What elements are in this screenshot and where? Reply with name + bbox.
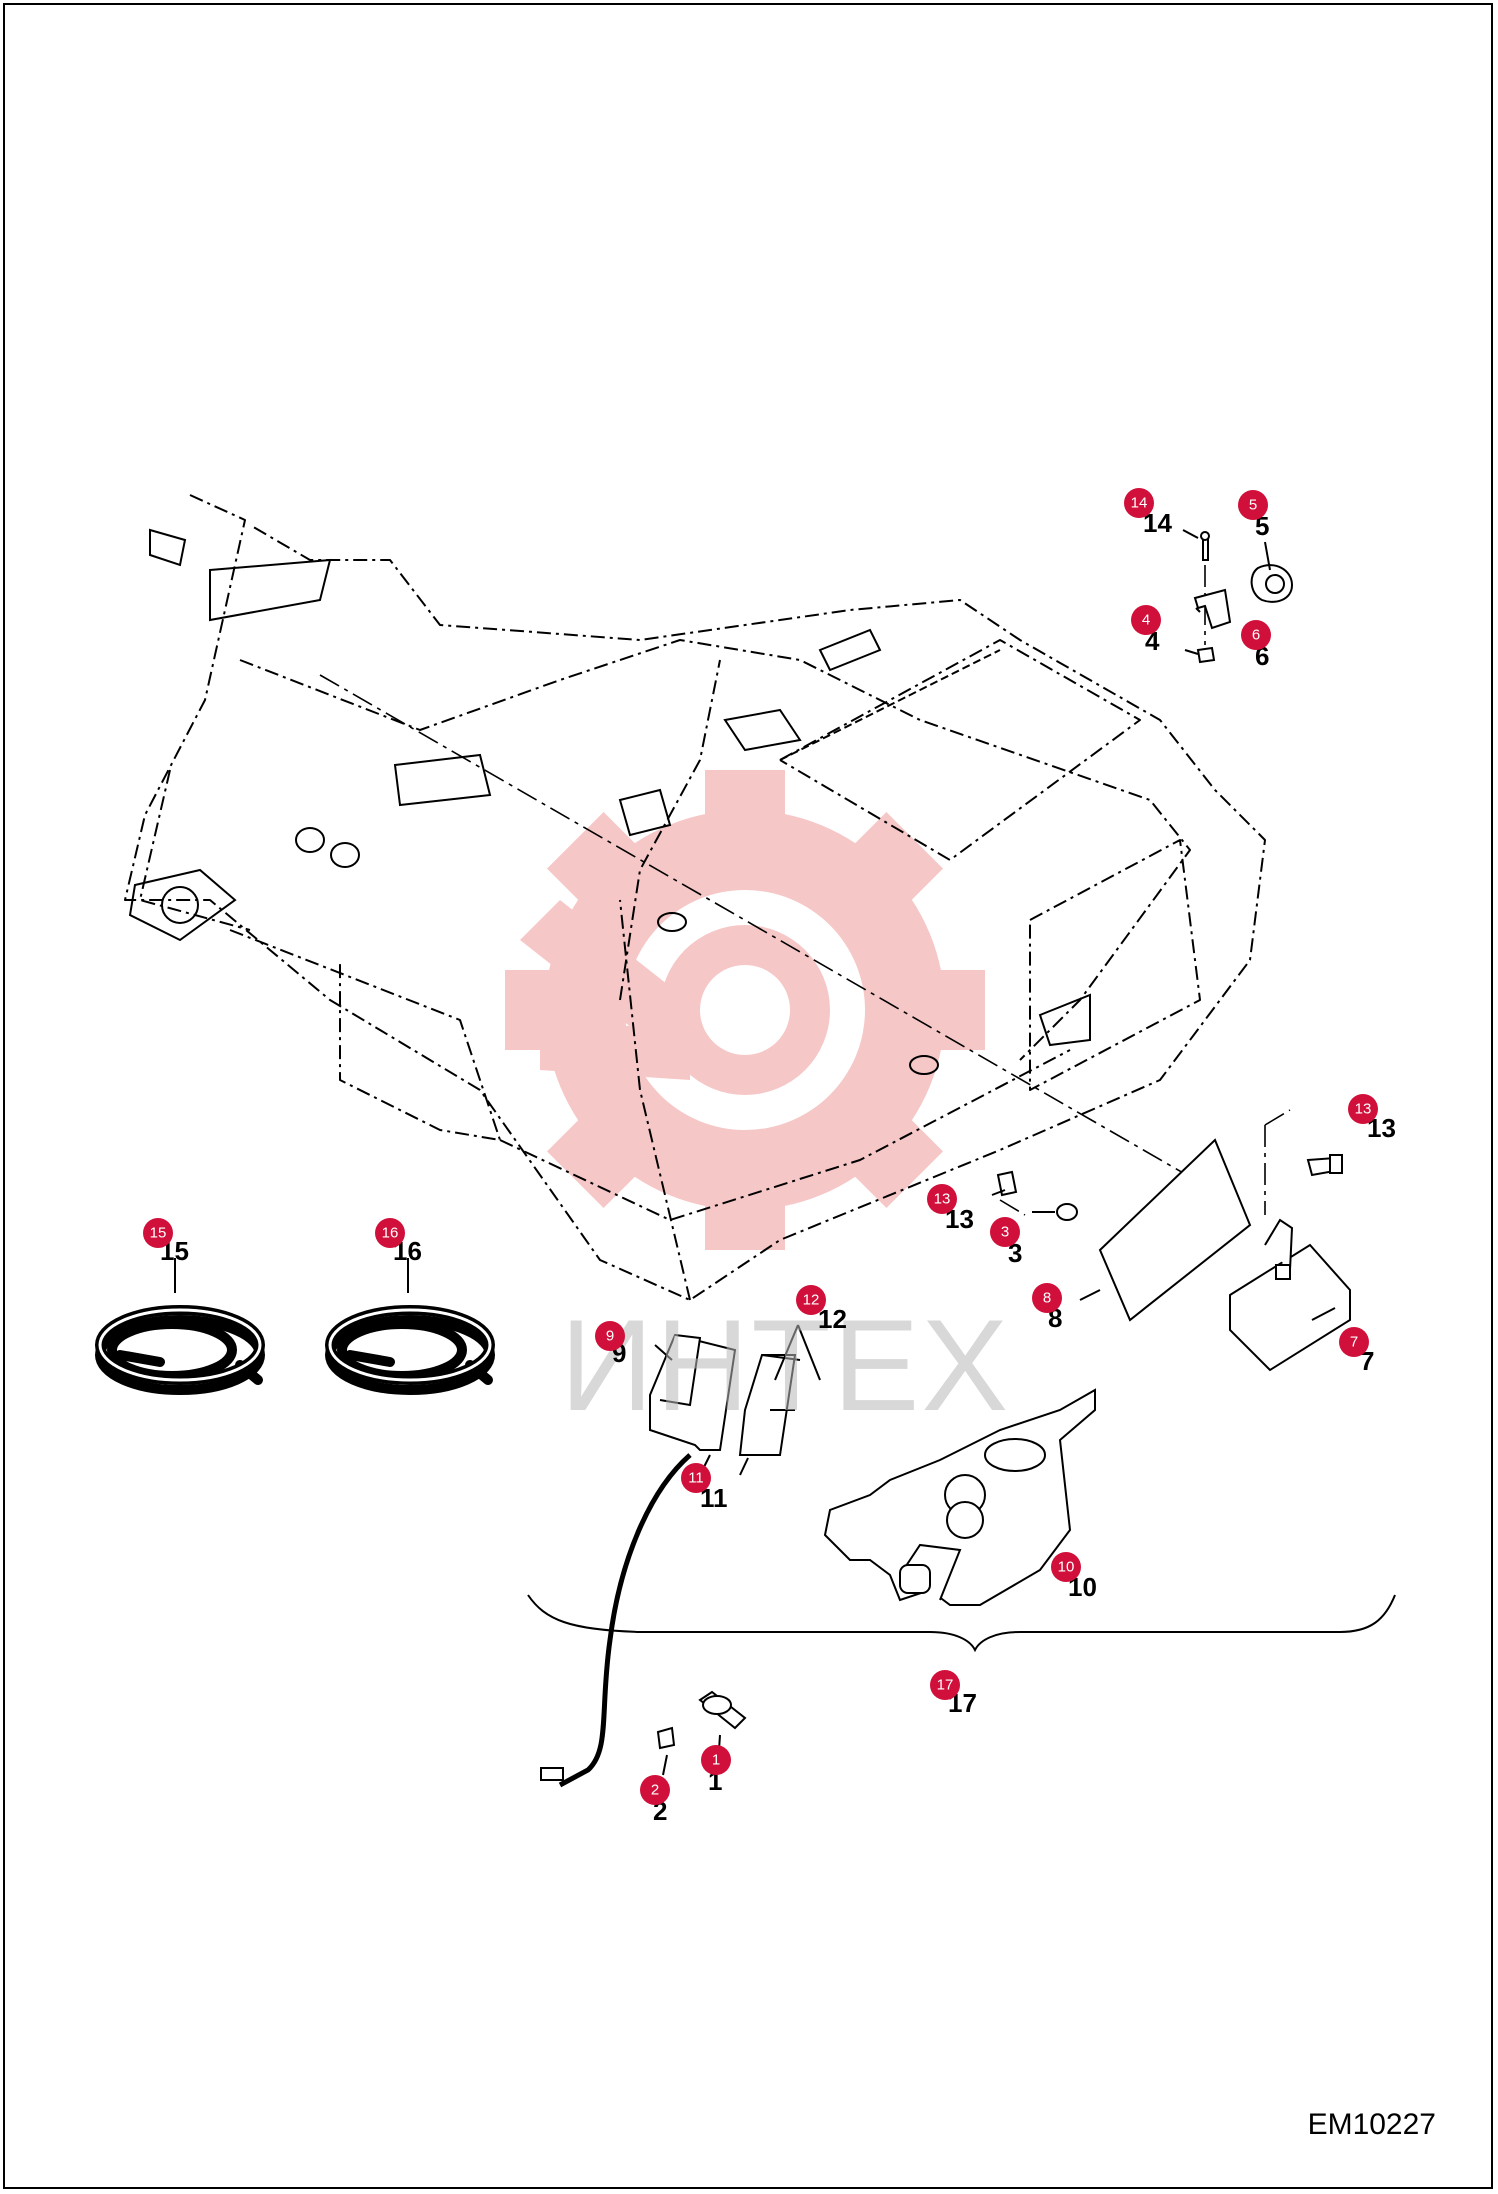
callout-10[interactable]: 10 (1051, 1552, 1081, 1582)
callout-14[interactable]: 14 (1124, 488, 1154, 518)
svg-text:8: 8 (1043, 1290, 1051, 1307)
bolt-13-left-icon (996, 1170, 1018, 1197)
watermark-logo-icon (505, 770, 985, 1250)
callout-3[interactable]: 3 (990, 1217, 1020, 1247)
bolt-14-icon (1202, 537, 1209, 561)
hose-15-icon (95, 1305, 265, 1395)
watermark-text: ИНТЕХ (560, 1292, 1010, 1438)
svg-text:11: 11 (688, 1470, 704, 1487)
svg-text:6: 6 (1252, 627, 1260, 644)
callout-1[interactable]: 1 (701, 1745, 731, 1775)
control-parts-group (540, 1333, 1096, 1788)
svg-text:7: 7 (1350, 1334, 1358, 1351)
wire-11-icon (558, 1453, 692, 1788)
svg-text:3: 3 (1001, 1224, 1009, 1241)
callout-6[interactable]: 6 (1241, 620, 1271, 650)
callout-7[interactable]: 7 (1339, 1327, 1369, 1357)
hose-inner-lines (98, 1308, 492, 1382)
callout-17[interactable]: 17 (930, 1670, 960, 1700)
callout-5[interactable]: 5 (1238, 490, 1268, 520)
callout-16[interactable]: 16 (375, 1218, 405, 1248)
frame-details (128, 528, 1091, 1075)
machine-frame-outline (124, 494, 1266, 1301)
callout-11[interactable]: 11 (681, 1463, 711, 1493)
callout-2[interactable]: 2 (640, 1775, 670, 1805)
svg-text:14: 14 (1131, 495, 1148, 512)
callout-9[interactable]: 9 (595, 1321, 625, 1351)
nut-4-icon (1196, 646, 1216, 664)
svg-text:16: 16 (382, 1225, 399, 1242)
svg-text:10: 10 (1058, 1559, 1075, 1576)
bracket-6-icon (1193, 588, 1232, 630)
callout-4[interactable]: 4 (1131, 605, 1161, 635)
switch-box-7-icon (1229, 1243, 1351, 1372)
svg-text:17: 17 (937, 1677, 954, 1694)
plate-8-icon (1098, 1138, 1252, 1322)
svg-text:9: 9 (606, 1328, 614, 1345)
svg-text:15: 15 (150, 1225, 167, 1242)
callout-13-left[interactable]: 13 (927, 1184, 957, 1214)
callouts: 1 2 3 4 5 6 7 8 9 10 11 12 13 13 14 15 1… (143, 488, 1378, 1805)
washer-3-icon (1056, 1203, 1078, 1221)
svg-text:12: 12 (803, 1292, 820, 1309)
assembly-brace (527, 1594, 1396, 1653)
screw-2-icon (656, 1726, 676, 1750)
callout-8[interactable]: 8 (1032, 1283, 1062, 1313)
callout-13-right[interactable]: 13 (1348, 1094, 1378, 1124)
svg-text:4: 4 (1142, 612, 1150, 629)
svg-text:13: 13 (934, 1191, 951, 1208)
callout-12[interactable]: 12 (796, 1285, 826, 1315)
switch-mount-group (996, 1138, 1351, 1372)
mount-hardware-group (1193, 531, 1294, 664)
callout-15[interactable]: 15 (143, 1218, 173, 1248)
svg-text:5: 5 (1249, 497, 1257, 514)
svg-text:1: 1 (712, 1752, 720, 1769)
part-label-3: 3 (1008, 1238, 1022, 1268)
svg-text:2: 2 (651, 1782, 659, 1799)
drawing-code: EM10227 (1307, 2108, 1436, 2141)
labels-12-icon (738, 1354, 797, 1456)
hose-16-icon (325, 1305, 495, 1395)
svg-text:13: 13 (1355, 1101, 1372, 1118)
